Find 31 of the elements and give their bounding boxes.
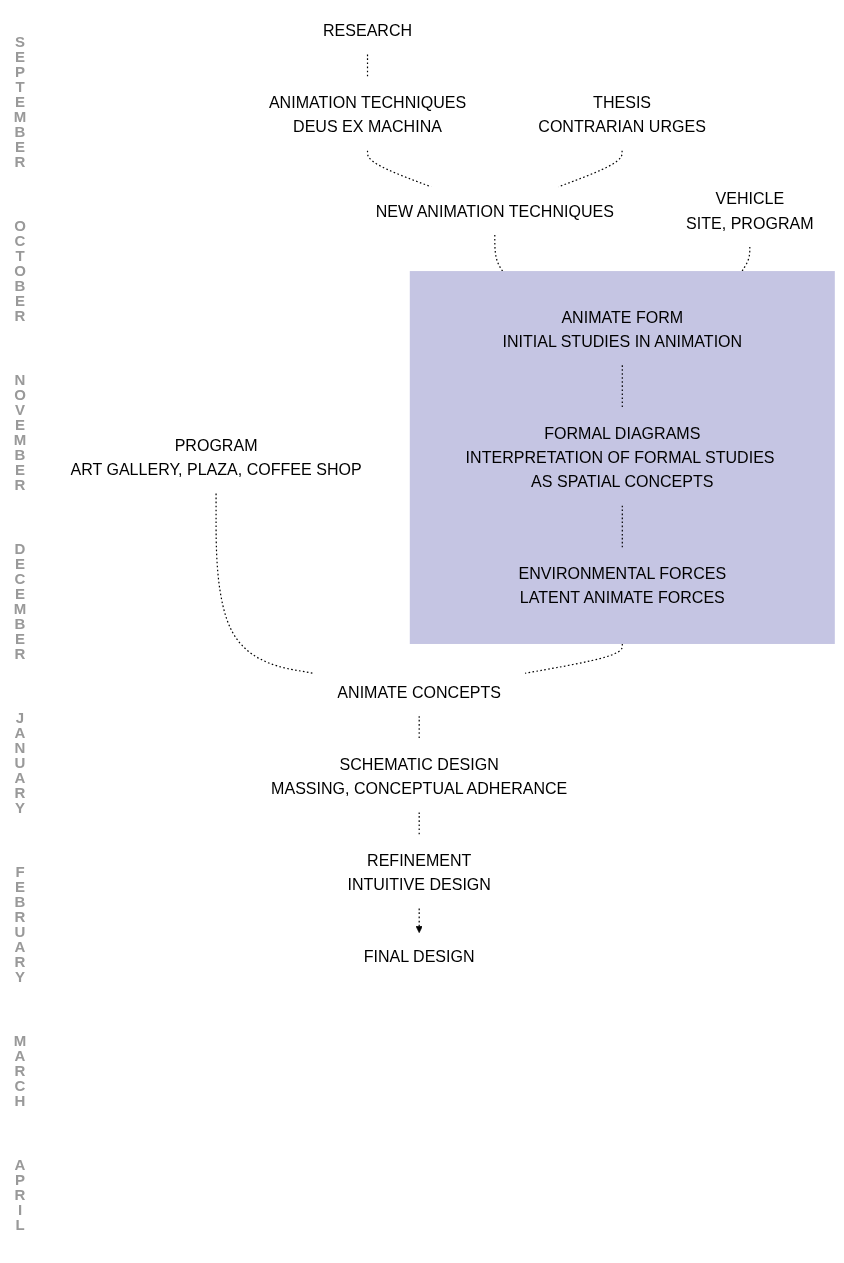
node-text: SCHEMATIC DESIGN MASSING, CONCEPTUAL ADHERANCE [271,755,568,798]
cluster [409,271,835,644]
node-text: FORMAL DIAGRAMS INTERPRETATION OF FORMAL STUDIES AS SPATIAL CONCEPTS [465,424,775,491]
node-text: ANIMATION TECHNIQUES DEUS EX MACHINA [268,93,467,136]
connector [418,715,420,741]
connector [557,150,623,188]
node-text: ENVIRONMENTAL FORCES LATENT ANIMATE FORCES [518,564,727,607]
connector [621,505,623,551]
connector [366,150,432,188]
month-label: NOVEMBER [11,370,29,491]
node-text: ANIMATE FORM INITIAL STUDIES IN ANIMATION [502,308,743,351]
month-label: DECEMBER [11,539,29,660]
month-label: APRIL [11,1155,29,1231]
node-text: FINAL DESIGN [363,947,475,966]
node-text: THESIS CONTRARIAN URGES [538,93,706,136]
month-label: JANUARY [11,708,29,814]
month-label: SEPTEMBER [11,32,29,168]
connector [494,234,504,272]
connector [621,364,623,410]
node-text: PROGRAM ART GALLERY, PLAZA, COFFEE SHOP [70,436,362,479]
month-label: FEBRUARY [11,862,29,983]
node-text: ANIMATE CONCEPTS [337,683,502,701]
connector [741,246,751,272]
month-label: MARCH [11,1031,29,1107]
node-text: REFINEMENT INTUITIVE DESIGN [347,851,491,894]
node-text: NEW ANIMATION TECHNIQUES [375,202,614,220]
node-text: VEHICLE SITE, PROGRAM [686,190,814,232]
connector [366,53,369,80]
month-label: OCTOBER [11,216,29,322]
node-text: RESEARCH [322,21,413,40]
arrow [415,908,423,933]
